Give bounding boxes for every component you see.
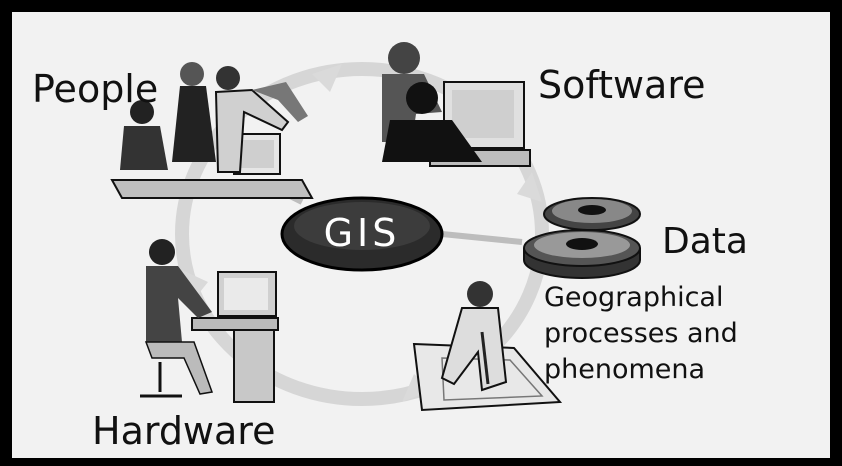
- software-illustration: [382, 42, 531, 167]
- people-label: People: [32, 67, 159, 111]
- gis-hub: [280, 196, 444, 272]
- processes-illustration: [412, 281, 563, 412]
- cycle-arrows: [182, 64, 542, 402]
- processes-label: Geographical processes and phenomena: [544, 280, 738, 388]
- processes-label-line: Geographical: [544, 282, 724, 313]
- people-illustration: [110, 62, 314, 199]
- data-disks-illustration: [523, 197, 641, 279]
- gis-hub-label: GIS: [323, 211, 401, 255]
- data-label: Data: [662, 221, 748, 262]
- diagram-artwork: [110, 42, 641, 412]
- hardware-illustration: [140, 239, 279, 403]
- processes-label-line: phenomena: [544, 354, 706, 385]
- hardware-label: Hardware: [92, 409, 276, 453]
- processes-label-line: processes and: [544, 318, 738, 349]
- software-label: Software: [538, 63, 706, 107]
